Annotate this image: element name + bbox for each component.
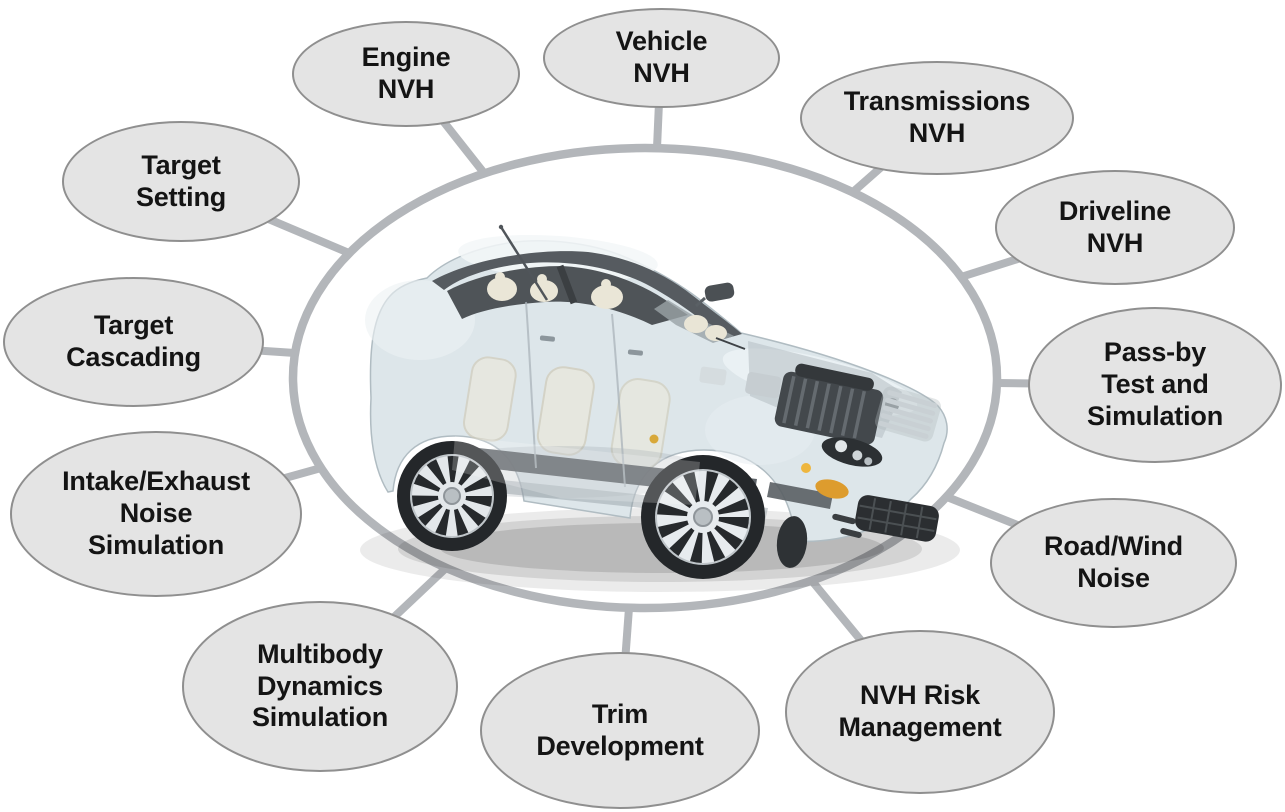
node-transmissions-nvh-label: Transmissions NVH — [843, 86, 1031, 148]
node-nvh-risk-management: NVH Risk Management — [785, 630, 1055, 794]
rear-wheel — [397, 441, 507, 551]
node-target-setting-label: Target Setting — [135, 149, 227, 212]
node-vehicle-nvh: Vehicle NVH — [543, 8, 780, 108]
node-target-setting: Target Setting — [62, 121, 300, 242]
node-engine-nvh: Engine NVH — [292, 21, 520, 127]
node-driveline-nvh: Driveline NVH — [995, 170, 1235, 285]
node-road-wind-noise: Road/Wind Noise — [990, 498, 1237, 628]
node-pass-by-test-and-simulation: Pass-by Test and Simulation — [1028, 307, 1282, 463]
node-nvh-risk-management-label: NVH Risk Management — [838, 680, 1002, 742]
node-multibody-dynamics-simulation: Multibody Dynamics Simulation — [182, 601, 458, 772]
node-multibody-label: Multibody Dynamics Simulation — [251, 638, 388, 733]
node-engine-nvh-label: Engine NVH — [361, 42, 451, 104]
node-trim-development-label: Trim Development — [536, 698, 704, 761]
node-intake-exhaust-noise-simulation: Intake/Exhaust Noise Simulation — [10, 431, 302, 597]
node-transmissions-nvh: Transmissions NVH — [800, 61, 1074, 175]
node-target-cascading: Target Cascading — [3, 277, 264, 407]
node-intake-exhaust-label: Intake/Exhaust Noise Simulation — [62, 466, 250, 560]
transparent-car-image — [360, 224, 960, 592]
node-pass-by-label: Pass-by Test and Simulation — [1086, 337, 1223, 431]
node-driveline-nvh-label: Driveline NVH — [1058, 195, 1172, 258]
front-wheel — [641, 455, 765, 579]
node-trim-development: Trim Development — [480, 652, 760, 809]
node-target-cascading-label: Target Cascading — [66, 310, 201, 372]
node-vehicle-nvh-label: Vehicle NVH — [615, 26, 708, 88]
node-road-wind-noise-label: Road/Wind Noise — [1044, 531, 1183, 593]
